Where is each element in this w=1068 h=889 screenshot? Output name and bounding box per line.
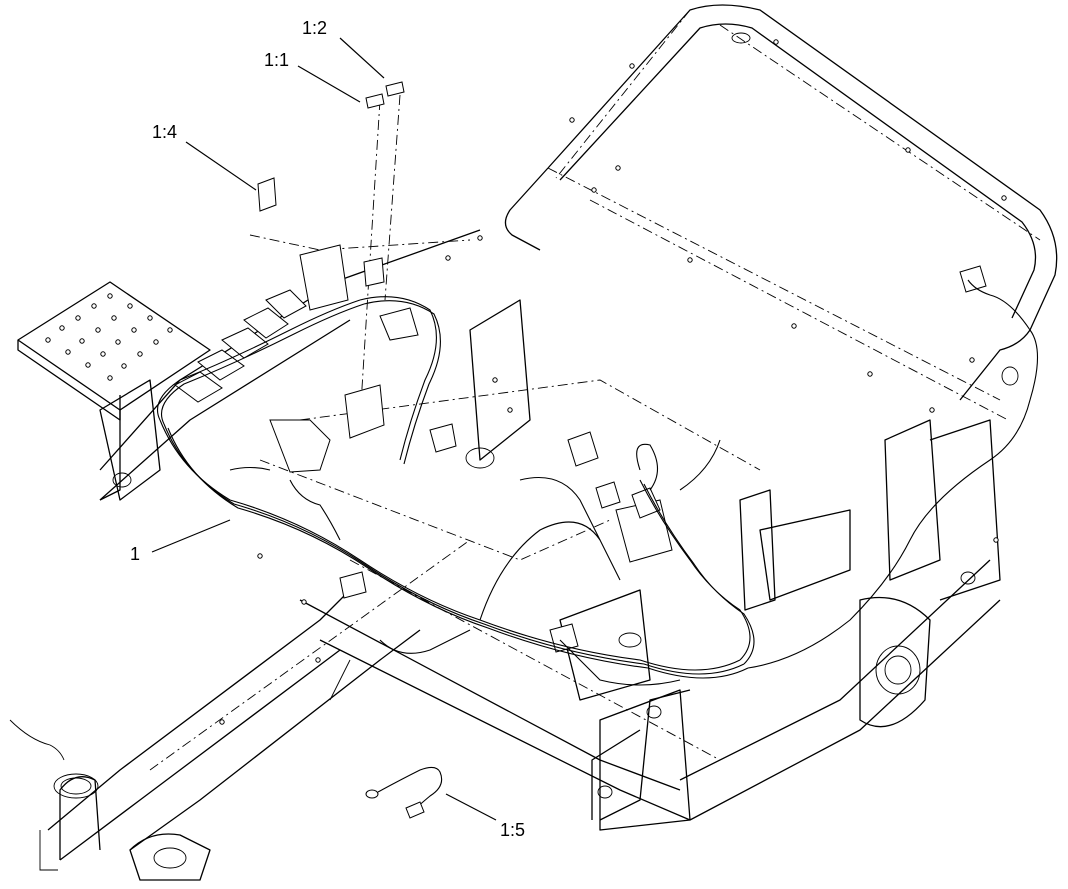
callout-1-5: 1:5 <box>500 820 525 840</box>
callout-leaders <box>151 37 497 821</box>
relay-bank <box>174 244 419 473</box>
callout-1-1: 1:1 <box>264 50 289 70</box>
frame-holes <box>219 39 1007 725</box>
callout-1-2: 1:2 <box>302 18 327 38</box>
chassis-frame <box>39 94 1001 881</box>
right-components <box>339 265 1019 653</box>
floor-plate <box>17 281 211 421</box>
callout-1-4: 1:4 <box>152 122 177 142</box>
rear-frame-loop <box>504 4 1058 421</box>
ground-strap-part <box>365 766 443 819</box>
wiring-harness <box>9 279 1038 761</box>
callout-1: 1 <box>130 544 140 564</box>
loose-parts <box>257 81 405 212</box>
